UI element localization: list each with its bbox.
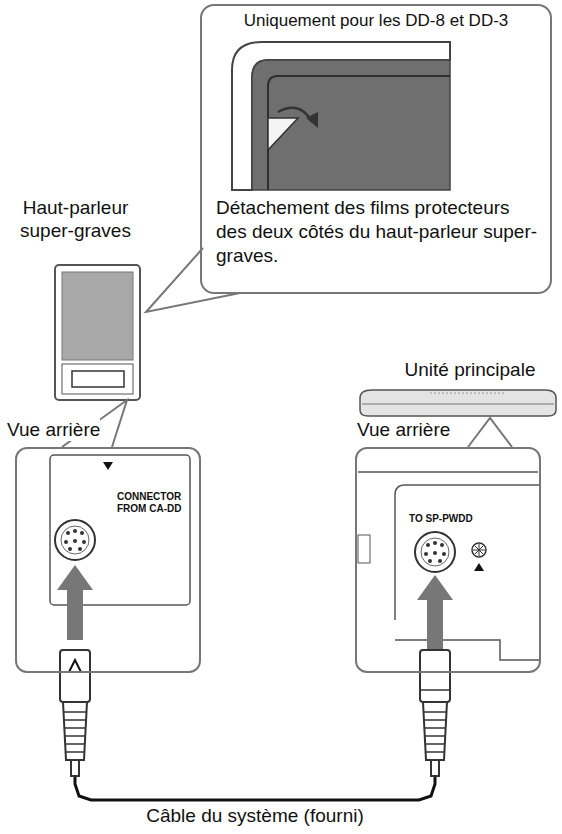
insert-arrow (57, 565, 93, 640)
main-unit (360, 390, 556, 416)
cable-plug (420, 650, 450, 776)
view-heading: Vue arrière (7, 418, 100, 441)
part-label: Haut-parleur super-graves (8, 196, 143, 242)
callout-bubble: Uniquement pour les DD-8 et DD-3Détachem… (200, 4, 552, 294)
view-heading: Vue arrière (357, 418, 450, 441)
cable-plug (60, 650, 90, 776)
connector-label: TO SP-PWDD (409, 513, 473, 525)
cable-label: Câble du système (fourni) (142, 804, 368, 827)
callout-note: Détachement des films protecteurs des de… (216, 196, 538, 268)
callout-heading: Uniquement pour les DD-8 et DD-3 (202, 10, 550, 31)
connector-label: CONNECTOR FROM CA-DD (117, 491, 197, 515)
insert-arrow (417, 575, 453, 650)
speaker-corner-illustration (232, 42, 450, 190)
system-cable (75, 673, 435, 800)
main-unit-rear-panel (358, 472, 540, 660)
callout-tail (468, 418, 512, 447)
subwoofer-speaker (55, 265, 140, 400)
plug-ridges (64, 712, 446, 752)
part-label: Unité principale (380, 358, 560, 381)
rear-view-box: Vue arrièreCONNECTOR FROM CA-DD (15, 447, 201, 673)
rear-view-box: Vue arrièreTO SP-PWDD (355, 447, 541, 673)
